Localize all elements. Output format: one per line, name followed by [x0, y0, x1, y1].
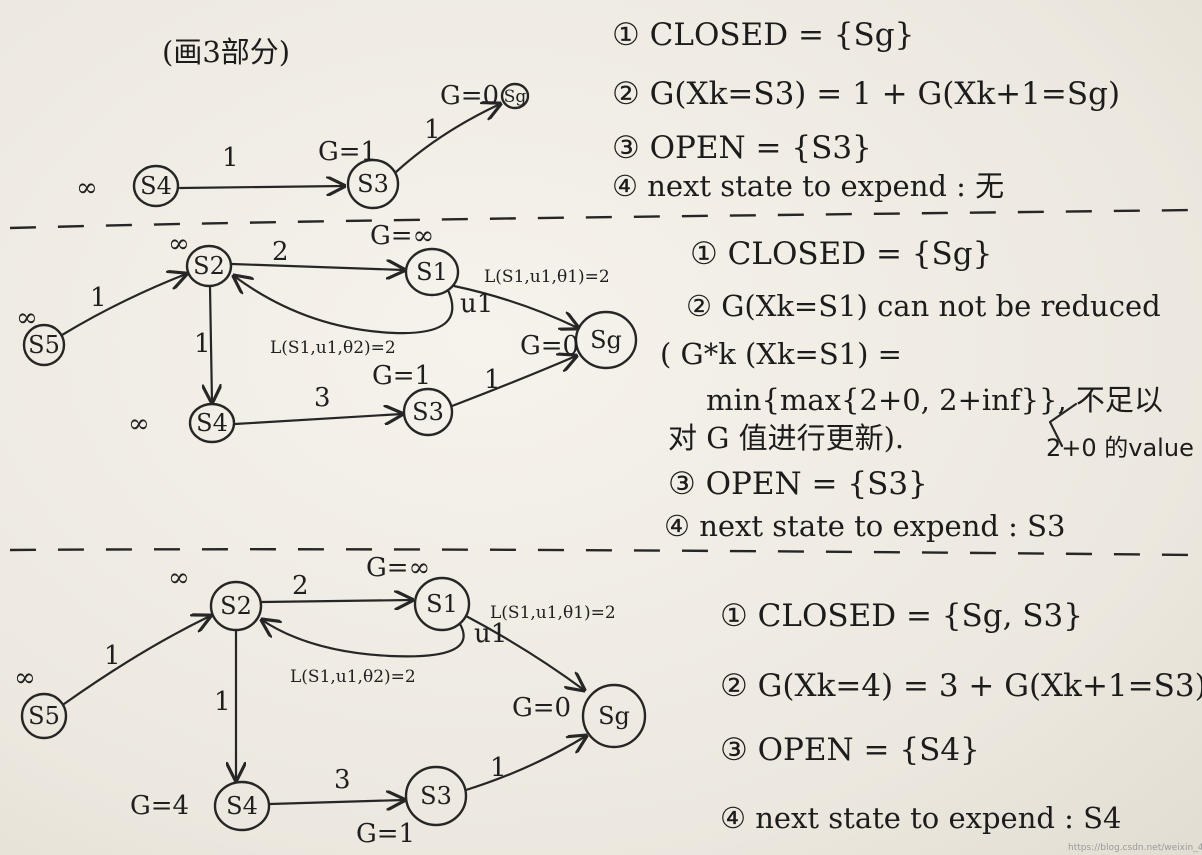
- mid-node-s1-label: S1: [416, 258, 448, 286]
- mid-note-4: min{max{2+0, 2+inf}}, 不足以: [706, 383, 1163, 417]
- top-note-3: ③ OPEN = {S3}: [612, 130, 872, 166]
- bot-edge-s3-sg: [464, 736, 586, 792]
- bot-inf-s2: ∞: [168, 563, 190, 593]
- mid-node-s4-label: S4: [196, 409, 228, 437]
- top-node-s4-label: S4: [140, 172, 172, 200]
- mid-node-sg-label: Sg: [590, 326, 622, 354]
- bot-edge-s1-s2-loop: [262, 620, 465, 658]
- top-inf-s4: ∞: [76, 173, 98, 203]
- bot-edge-s4-s3-label: 3: [334, 765, 351, 795]
- top-node-s3-label: S3: [357, 170, 389, 198]
- mid-edge-s5-s2: [60, 274, 186, 337]
- bot-g-s3: G=1: [356, 819, 415, 849]
- top-edge-s4-s3: [178, 186, 344, 188]
- mid-note-3: ( G*k (Xk=S1) =: [660, 337, 902, 371]
- bot-edge-s3-sg-label: 1: [490, 753, 507, 783]
- mid-edge-s4-s3: [233, 414, 402, 426]
- bot-g-sg: G=0: [512, 693, 571, 723]
- top-note-4: ④ next state to expend : 无: [612, 169, 1004, 203]
- top-note-1: ① CLOSED = {Sg}: [612, 17, 914, 53]
- bot-edge-s2-s4-label: 1: [214, 687, 231, 717]
- separator-bottom: [9, 548, 1196, 557]
- mid-edge-s1-sg: [452, 284, 578, 328]
- mid-node-s5-label: S5: [28, 331, 60, 359]
- bot-edge-s5-s2: [62, 616, 210, 706]
- mid-node-sg: [574, 310, 638, 370]
- mid-l-theta1: L(S1,u1,θ1)=2: [484, 267, 610, 287]
- top-node-s4: [132, 164, 180, 208]
- mid-node-s3-label: S3: [412, 398, 444, 426]
- mid-inf-s4: ∞: [128, 409, 150, 439]
- bot-note-1: ① CLOSED = {Sg, S3}: [720, 598, 1083, 634]
- bot-inf-s5: ∞: [14, 663, 36, 693]
- bot-node-s1: [413, 576, 471, 632]
- top-edge-s3-sg: [394, 104, 500, 174]
- top-section: (画3部分) ∞ S4 S3 Sg 1 1 G=1 G=0 ① CLOSED =…: [76, 17, 1120, 210]
- mid-l-theta2: L(S1,u1,θ2)=2: [270, 338, 396, 358]
- mid-node-s5: [22, 323, 66, 367]
- bot-note-3: ③ OPEN = {S4}: [720, 732, 980, 768]
- bot-g-s4: G=4: [130, 791, 189, 821]
- mid-note-7: ③ OPEN = {S3}: [668, 466, 928, 502]
- bot-edge-s2-s1: [260, 600, 412, 602]
- bot-node-s5-label: S5: [28, 702, 60, 730]
- mid-u1: u1: [460, 289, 493, 319]
- bot-edge-s1-sg: [464, 614, 584, 690]
- top-g-sg: G=0: [440, 81, 499, 111]
- bot-edge-s2-s1-label: 2: [292, 571, 309, 601]
- mid-g-s3: G=1: [372, 361, 431, 391]
- mid-edge-s2-s4-label: 1: [194, 329, 211, 359]
- bot-node-s5: [20, 692, 68, 740]
- bot-node-sg-label: Sg: [598, 702, 630, 730]
- top-edge-s3-sg-label: 1: [424, 115, 441, 145]
- bot-g-s1: G=∞: [366, 553, 430, 583]
- watermark: https://blog.csdn.net/weixin_44558152: [1068, 843, 1202, 853]
- bot-note-2: ② G(Xk=4) = 3 + G(Xk+1=S3): [720, 668, 1202, 704]
- bot-node-s3-label: S3: [420, 782, 452, 810]
- bottom-section: ∞ ∞ S5 S2 S1 Sg S4 S3 1 2 1 3 1 G=∞ G=0 …: [14, 553, 1202, 849]
- mid-node-s2: [185, 244, 233, 288]
- bot-edge-s5-s2-label: 1: [104, 641, 121, 671]
- bot-node-s4-label: S4: [226, 792, 258, 820]
- mid-edge-s2-s1-label: 2: [272, 237, 289, 267]
- top-node-sg: [500, 82, 530, 110]
- mid-g-s1: G=∞: [370, 221, 434, 251]
- mid-note-pointer: [1048, 402, 1078, 448]
- top-node-s3: [346, 158, 400, 210]
- mid-edge-s2-s4: [210, 285, 212, 402]
- mid-edge-s5-s2-label: 1: [90, 283, 107, 313]
- mid-inf-s5: ∞: [16, 303, 38, 333]
- bot-l-theta2: L(S1,u1,θ2)=2: [290, 667, 416, 687]
- middle-section: ∞ ∞ ∞ S5 S2 S1 Sg S4 S3 1 2 1 3 1 G=∞ G=…: [16, 221, 1194, 543]
- bot-node-s4: [213, 780, 271, 832]
- mid-note-8: ④ next state to expend : S3: [664, 509, 1065, 543]
- top-note-2: ② G(Xk=S3) = 1 + G(Xk+1=Sg): [612, 76, 1120, 112]
- bot-l-theta1: L(S1,u1,θ1)=2: [490, 603, 616, 623]
- separator-top: [9, 208, 1196, 230]
- bot-node-s2-label: S2: [220, 592, 252, 620]
- mid-edge-s1-s2-loop: [234, 276, 454, 335]
- top-node-sg-label: Sg: [504, 87, 527, 107]
- mid-edge-s2-s1: [230, 264, 404, 270]
- top-caption: (画3部分): [162, 35, 290, 69]
- bot-u1: u1: [474, 619, 507, 649]
- mid-note-2: ② G(Xk=S1) can not be reduced: [686, 289, 1161, 323]
- mid-g-sg: G=0: [520, 331, 579, 361]
- top-edge-s4-s3-label: 1: [222, 143, 239, 173]
- bot-node-sg: [581, 683, 647, 749]
- bot-node-s1-label: S1: [426, 590, 458, 618]
- mid-note-1: ① CLOSED = {Sg}: [690, 236, 992, 272]
- bot-edge-s4-s3: [268, 800, 404, 804]
- top-g-s3: G=1: [318, 137, 377, 167]
- mid-edge-s4-s3-label: 3: [314, 383, 331, 413]
- mid-edge-s3-sg: [450, 356, 576, 408]
- mid-node-s2-label: S2: [193, 252, 225, 280]
- mid-note-6: 2+0 的value: [1046, 434, 1194, 462]
- mid-note-5: 对 G 值进行更新).: [668, 421, 904, 455]
- bot-note-4: ④ next state to expend : S4: [720, 801, 1121, 835]
- mid-inf-s2: ∞: [168, 229, 190, 259]
- mid-edge-s3-sg-label: 1: [484, 365, 501, 395]
